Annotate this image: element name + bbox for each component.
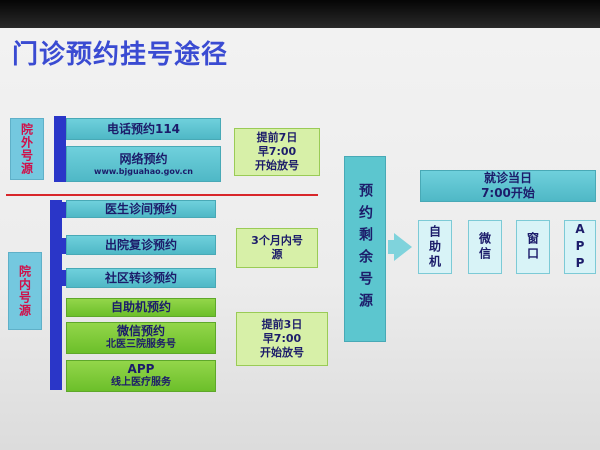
inside-item-followup-label: 出院复诊预约	[104, 237, 177, 252]
inside-green-note-line-1: 提前3日	[261, 317, 303, 331]
sameday-header-line-1: 就诊当日	[483, 171, 532, 185]
sameday-channel-wechat: 微信	[468, 220, 502, 274]
outside-item-web: 网络预约 www.bjguahao.gov.cn	[66, 146, 221, 182]
sameday-channel-window: 窗口	[516, 220, 550, 274]
inside-item-app: APP 线上医疗服务	[66, 360, 216, 392]
inside-cyan-note-line-2: 源	[271, 248, 283, 261]
inside-item-followup: 出院复诊预约	[66, 235, 216, 255]
sameday-header: 就诊当日 7:00开始	[420, 170, 596, 202]
outside-item-web-label: 网络预约	[119, 151, 168, 166]
outside-source-label: 院外号源	[10, 118, 44, 180]
inside-item-community: 社区转诊预约	[66, 268, 216, 288]
arrow-stem	[388, 240, 396, 254]
outside-note-line-1: 提前7日	[256, 130, 298, 144]
screen-top-bezel	[0, 0, 600, 28]
sameday-header-line-2: 7:00开始	[481, 186, 535, 200]
tab-marker	[62, 270, 68, 286]
outside-item-web-url: www.bjguahao.gov.cn	[94, 166, 193, 176]
inside-item-community-label: 社区转诊预约	[104, 270, 177, 285]
tab-marker	[62, 202, 68, 218]
inside-item-wechat-label: 微信预约	[116, 324, 165, 339]
outside-item-phone-label: 电话预约114	[106, 121, 181, 136]
inside-bracket-bar	[50, 200, 62, 390]
right-arrow-icon	[394, 233, 412, 261]
section-divider	[6, 194, 318, 196]
remaining-source-box: 预约剩余号源	[344, 156, 386, 342]
inside-green-note-line-2: 早7:00	[262, 331, 302, 345]
outside-item-phone: 电话预约114	[66, 118, 221, 140]
slide-title: 门诊预约挂号途径	[12, 40, 229, 70]
inside-item-kiosk: 自助机预约	[66, 298, 216, 317]
inside-green-note: 提前3日 早7:00 开始放号	[236, 312, 328, 366]
inside-item-kiosk-label: 自助机预约	[110, 300, 171, 314]
tab-marker	[62, 238, 68, 254]
outside-note: 提前7日 早7:00 开始放号	[234, 128, 320, 176]
inside-source-label: 院内号源	[8, 252, 42, 330]
sameday-channel-kiosk: 自助机	[418, 220, 452, 274]
inside-item-clinic-label: 医生诊间预约	[104, 201, 177, 216]
outside-note-line-2: 早7:00	[257, 144, 297, 158]
inside-item-wechat-sub: 北医三院服务号	[106, 339, 176, 351]
inside-item-clinic: 医生诊间预约	[66, 200, 216, 218]
inside-cyan-note-line-1: 3个月内号	[251, 233, 303, 247]
inside-cyan-note: 3个月内号 源	[236, 228, 318, 268]
outside-note-line-3: 开始放号	[255, 159, 299, 173]
inside-green-note-line-3: 开始放号	[260, 346, 304, 360]
inside-item-wechat: 微信预约 北医三院服务号	[66, 322, 216, 354]
outside-bracket-bar	[54, 116, 66, 182]
sameday-channel-app: APP	[564, 220, 596, 274]
inside-item-app-sub: 线上医疗服务	[111, 377, 171, 389]
inside-item-app-label: APP	[127, 362, 155, 377]
